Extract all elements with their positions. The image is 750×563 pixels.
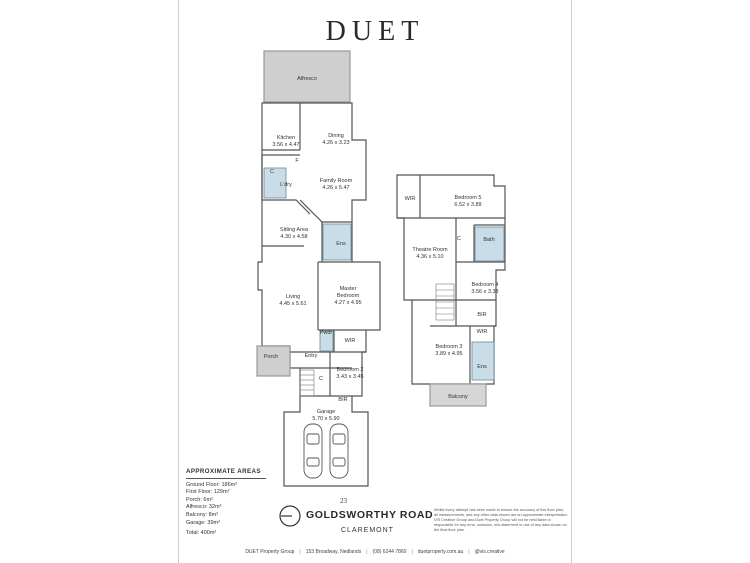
kitchen-label: Kitchen	[277, 135, 295, 141]
footer-separator: |	[411, 549, 413, 555]
theatre-label: Theatre Room	[412, 247, 448, 253]
balcony-area	[429, 383, 487, 407]
bedroom2-size: 3.43 x 3.45	[336, 374, 363, 380]
wir-label: WIR	[345, 338, 356, 344]
sitting-size: 4.30 x 4.58	[280, 234, 307, 240]
footer-separator: |	[299, 549, 301, 555]
bath-tint	[474, 226, 505, 262]
car-icon	[303, 423, 323, 479]
living-label: Living	[286, 294, 300, 300]
bedroom4-size: 3.56 x 3.38	[471, 289, 498, 295]
upper-ensuite-tint	[471, 341, 495, 381]
porch-label: Porch	[264, 354, 278, 360]
footer-website: duetproperty.com.au	[417, 549, 464, 555]
area-first: First Floor: 129m²	[186, 489, 230, 496]
porch-area	[256, 345, 291, 377]
ground-floor-outline	[257, 102, 381, 487]
upper-wir-label: WIR	[405, 196, 416, 202]
upper-bir-label: BIR	[477, 312, 486, 318]
footer-separator: |	[366, 549, 368, 555]
area-garage: Garage: 39m²	[186, 519, 220, 526]
footer-bar: DUET Property Group | 153 Broadway, Nedl…	[178, 546, 572, 558]
ensuite-label: Ens	[336, 241, 346, 247]
footer-phone: (08) 6244 7860	[372, 549, 407, 555]
bedroom3-size: 3.89 x 4.95	[435, 351, 462, 357]
bedroom2-label: Bedroom 2	[337, 367, 364, 373]
area-ground: Ground Floor: 186m²	[186, 481, 238, 488]
master-size: 4.27 x 4.95	[334, 300, 361, 306]
garage-size: 5.70 x 5.90	[312, 416, 339, 422]
ensuite-upper-label: Ens	[477, 364, 487, 370]
theatre-c-label: C	[457, 236, 461, 242]
alfresco-label: Alfresco	[297, 76, 317, 82]
bedroom4-label: Bedroom 4	[472, 282, 499, 288]
ground-stairs	[299, 369, 315, 397]
bedroom5-size: 6.52 x 3.89	[454, 202, 481, 208]
bedroom3-label: Bedroom 3	[436, 344, 463, 350]
area-total: Total: 400m²	[186, 530, 217, 537]
powder-tint	[319, 330, 334, 352]
bath-label: Bath	[483, 237, 494, 243]
street-name: GOLDSWORTHY ROAD	[306, 509, 434, 521]
kitchen-size: 3.56 x 4.47	[272, 142, 299, 148]
garage-label: Garage	[317, 409, 335, 415]
family-label: Family Room	[320, 178, 353, 184]
garage-c-label: C	[319, 376, 323, 382]
theatre-size: 4.36 x 5.10	[416, 254, 443, 260]
area-alfresco: Alfresco: 32m²	[186, 504, 222, 511]
entry-label: Entry	[305, 353, 318, 359]
footer-separator: |	[468, 549, 470, 555]
master-label-2: Bedroom	[337, 293, 360, 299]
laundry-label: L'dry	[280, 182, 292, 188]
compass-icon	[279, 505, 301, 527]
ensuite-tint	[322, 223, 352, 261]
sheet-frame	[178, 0, 572, 563]
brand-logo: DUET	[325, 16, 425, 47]
dining-label: Dining	[328, 133, 344, 139]
approximate-areas: APPROXIMATE AREAS Ground Floor: 186m² Fi…	[186, 468, 266, 538]
dining-size: 4.26 x 3.23	[322, 140, 349, 146]
area-balcony: Balcony: 8m²	[186, 511, 219, 518]
footer-address: 153 Broadway, Nedlands	[305, 549, 362, 555]
areas-heading: APPROXIMATE AREAS	[186, 468, 266, 479]
upper-wir-label-2: WIR	[477, 329, 488, 335]
family-size: 4.26 x 5.47	[322, 185, 349, 191]
laundry-c-label: C	[270, 169, 274, 175]
sitting-label: Sitting Area	[280, 227, 309, 233]
balcony-label: Balcony	[448, 394, 468, 400]
powder-label: Pwdr	[320, 330, 333, 336]
master-label: Master	[340, 286, 357, 292]
footer-company: DUET Property Group	[245, 549, 295, 555]
disclaimer-text: Whilst every attempt has been made to en…	[434, 508, 568, 532]
living-size: 4.45 x 5.61	[279, 301, 306, 307]
car-icon	[329, 423, 349, 479]
area-porch: Porch: 6m²	[186, 496, 213, 503]
laundry-f-label: F	[295, 158, 299, 164]
alfresco-area	[263, 50, 351, 103]
footer-credit: @vis.creative	[474, 549, 505, 555]
laundry-tint	[263, 167, 287, 199]
suburb: CLAREMONT	[341, 527, 394, 534]
bir-label: BIR	[338, 397, 347, 403]
bedroom5-label: Bedroom 5	[455, 195, 482, 201]
street-number: 23	[340, 497, 347, 505]
